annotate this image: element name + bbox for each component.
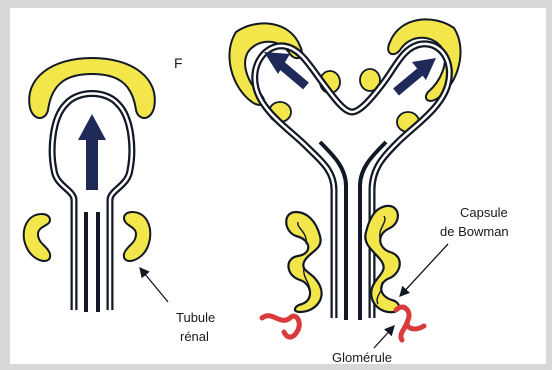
capsule-label-line2: de Bowman: [440, 224, 509, 239]
left-ureteric-bud: [24, 58, 155, 312]
left-growth-arrow: [78, 114, 106, 190]
left-vesicle-left: [24, 214, 50, 261]
left-bud-lumen: [86, 212, 98, 312]
tubule-left: [286, 212, 321, 312]
glomerule-right: [396, 307, 424, 340]
right-cap-left: [229, 23, 301, 104]
right-branched-bud: [229, 19, 460, 340]
glomerule-left: [262, 316, 299, 337]
capsule-label-line1: Capsule: [460, 205, 508, 220]
right-arrow-right-branch: [396, 58, 436, 92]
left-cap-mesenchyme: [29, 58, 155, 118]
tubule-label-line1: Tubule: [176, 310, 215, 325]
glomerule-label: Glomérule: [332, 350, 392, 365]
capsule-pointer: [400, 244, 448, 296]
y-bud-outline: [255, 44, 450, 318]
tubule-label-line2: rénal: [180, 329, 209, 344]
tubule-pointer: [140, 268, 168, 302]
panel-letter: F: [174, 55, 183, 71]
left-vesicle-right: [124, 212, 150, 261]
glomerule-pointer: [374, 326, 394, 348]
